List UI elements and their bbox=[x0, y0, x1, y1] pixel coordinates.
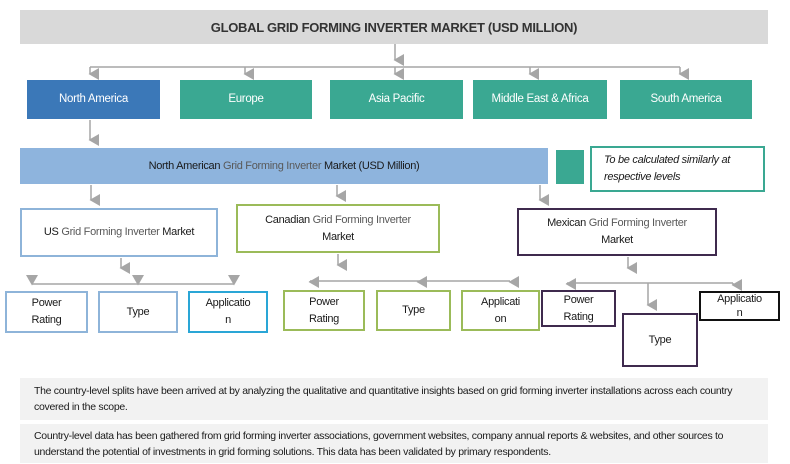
mx-prefix: Mexican bbox=[547, 217, 589, 229]
us-market-box: US Grid Forming Inverter Market bbox=[20, 208, 218, 257]
mx-type: Type bbox=[622, 313, 698, 367]
region-middle-east-africa: Middle East & Africa bbox=[473, 80, 607, 119]
ca-application: Applicati on bbox=[461, 290, 540, 331]
region-europe: Europe bbox=[180, 80, 312, 119]
note-box: To be calculated similarly at respective… bbox=[590, 146, 765, 192]
mx-power-rating: Power Rating bbox=[541, 290, 616, 327]
us-power-rating: Power Rating bbox=[5, 291, 88, 333]
mx-mid: Grid Forming Inverter bbox=[588, 217, 688, 229]
ca-type: Type bbox=[376, 290, 451, 331]
legend-swatch bbox=[556, 150, 584, 184]
na-mid: Grid Forming Inverter bbox=[222, 159, 322, 172]
us-mid: Grid Forming Inverter bbox=[61, 226, 160, 238]
footer-note-1: The country-level splits have been arriv… bbox=[20, 378, 768, 420]
diagram-title: GLOBAL GRID FORMING INVERTER MARKET (USD… bbox=[20, 10, 768, 44]
region-asia-pacific: Asia Pacific bbox=[330, 80, 463, 119]
canadian-market-box: Canadian Grid Forming Inverter Market bbox=[236, 204, 440, 253]
region-south-america: South America bbox=[620, 80, 752, 119]
north-american-market-bar: North American Grid Forming Inverter Mar… bbox=[20, 148, 548, 184]
us-type: Type bbox=[98, 291, 178, 333]
mx-application: Applicatio n bbox=[699, 291, 780, 321]
na-prefix: North American bbox=[148, 159, 223, 172]
region-north-america: North America bbox=[27, 80, 160, 119]
mx-suffix: Market bbox=[601, 234, 633, 246]
us-suffix: Market bbox=[159, 226, 195, 238]
footer-note-2: Country-level data has been gathered fro… bbox=[20, 424, 768, 463]
us-application: Applicatio n bbox=[188, 291, 268, 333]
ca-prefix: Canadian bbox=[265, 213, 313, 226]
us-prefix: US bbox=[43, 226, 62, 238]
mexican-market-box: Mexican Grid Forming Inverter Market bbox=[517, 208, 717, 256]
ca-mid: Grid Forming Inverter bbox=[312, 213, 412, 226]
ca-suffix: Market bbox=[322, 230, 354, 243]
ca-power-rating: Power Rating bbox=[283, 290, 365, 331]
na-suffix: Market (USD Million) bbox=[321, 159, 420, 172]
